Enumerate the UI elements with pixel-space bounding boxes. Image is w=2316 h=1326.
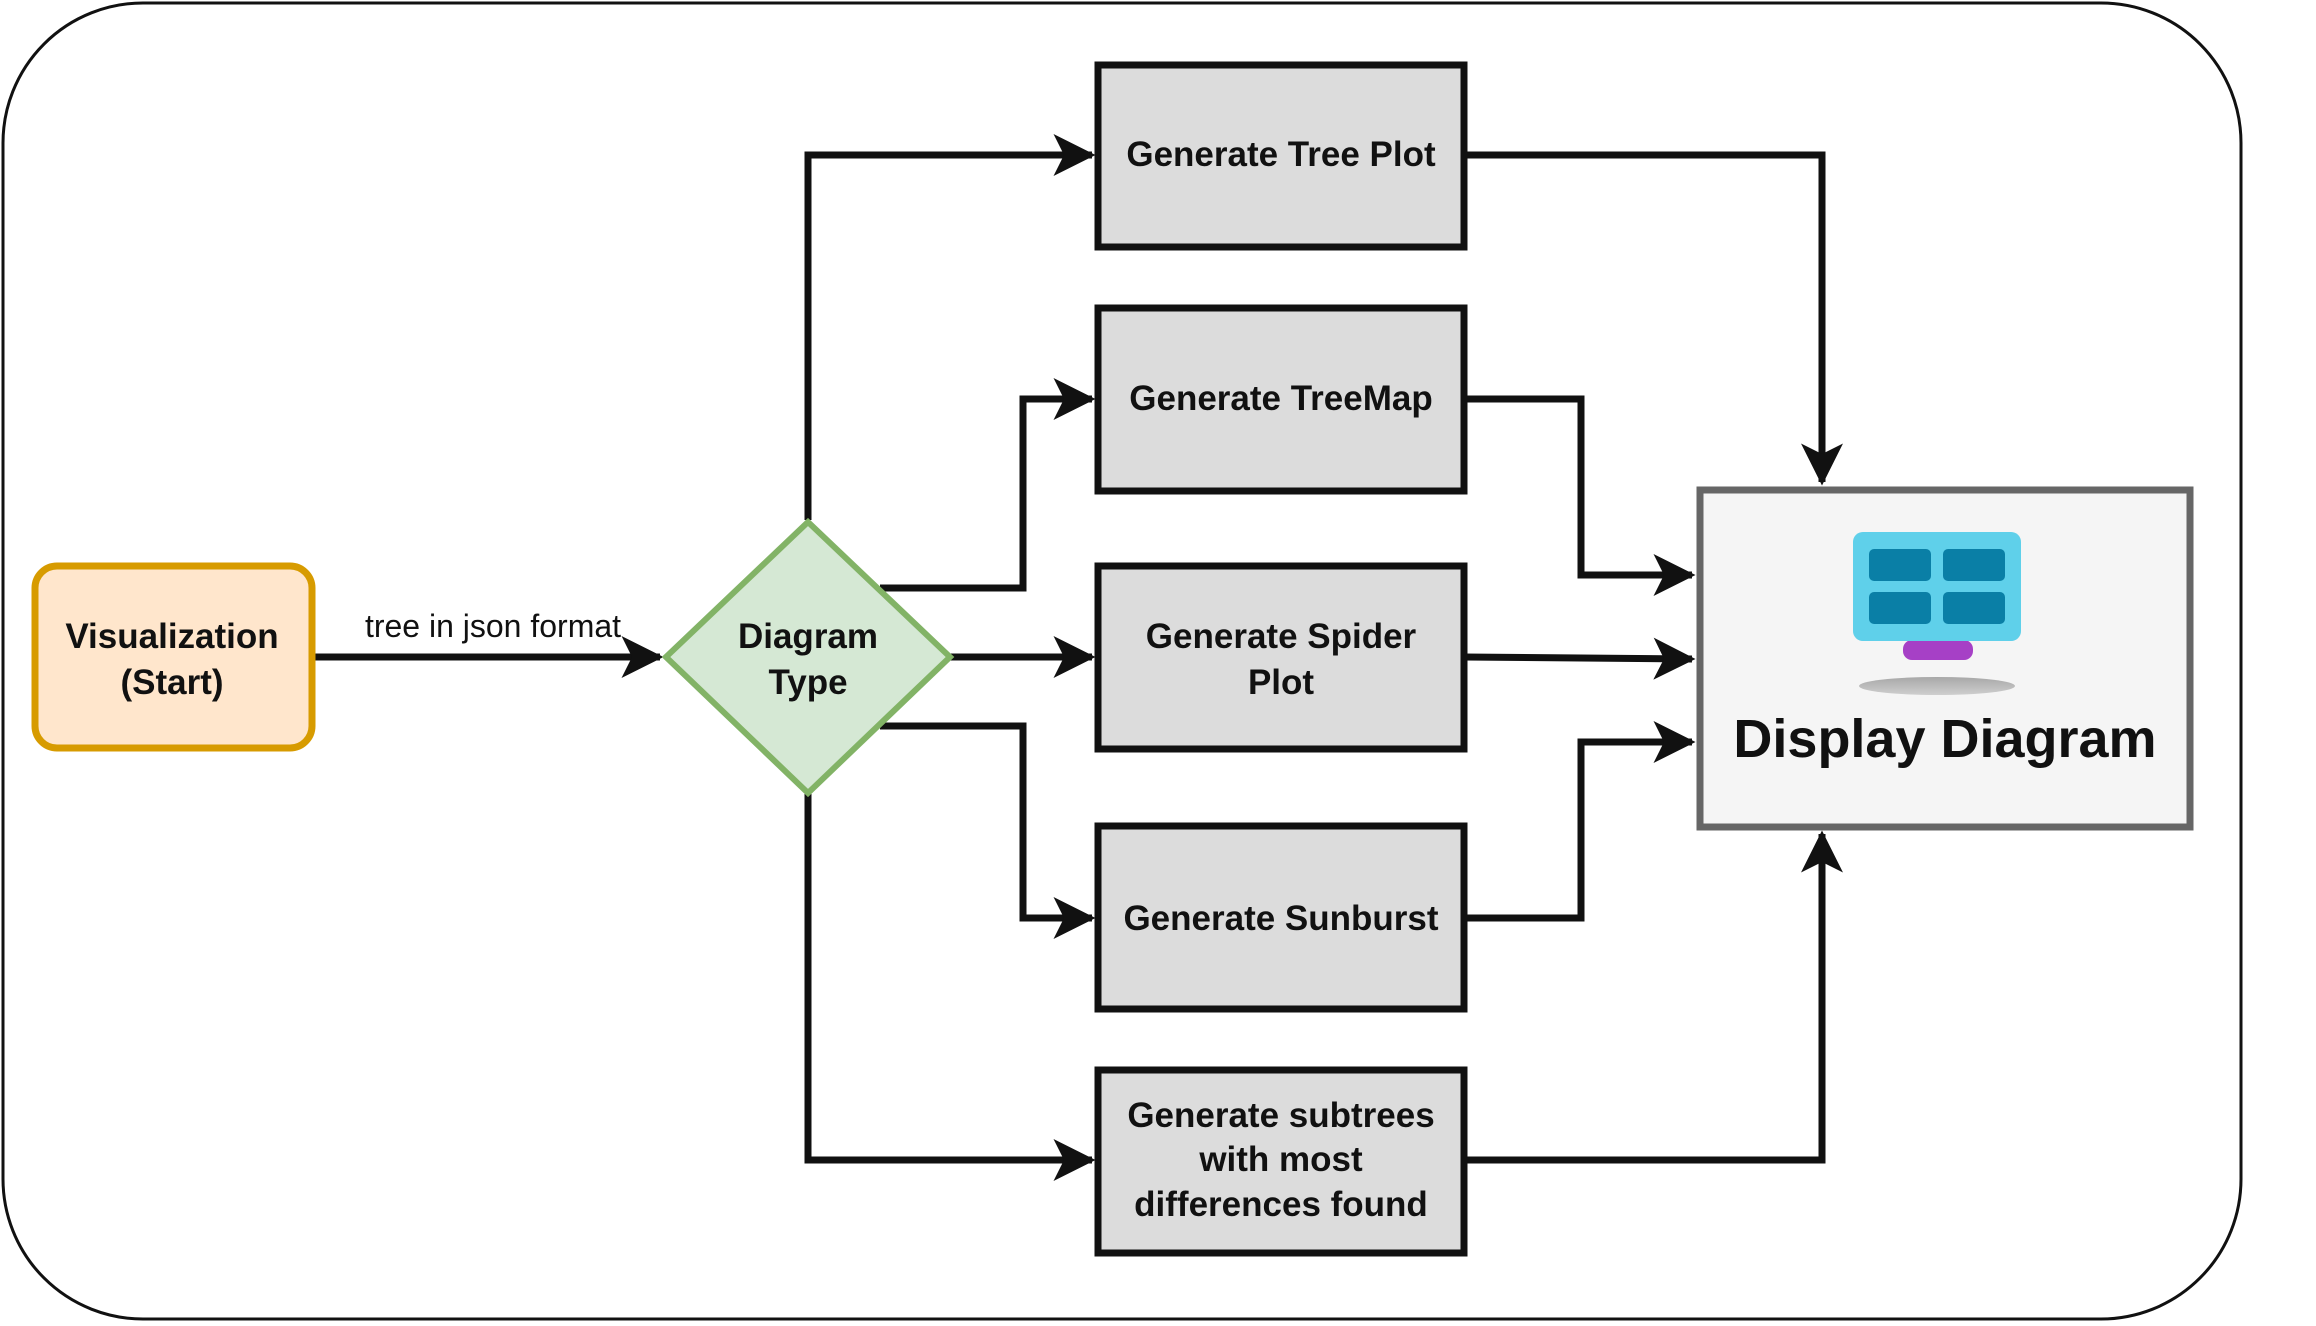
edge-tree-plot-to-display — [1464, 151, 1843, 486]
edge-sunburst-to-display — [1464, 721, 1696, 922]
process-node-subtrees-shape — [1094, 1066, 1468, 1257]
edge-spider-plot-to-display — [1463, 637, 1696, 680]
decision-node[interactable]: Diagram Type — [661, 517, 955, 798]
edge-label-tree-in-json-format: tree in json format — [365, 608, 621, 644]
process-node-treemap[interactable]: Generate TreeMap — [1094, 304, 1468, 495]
edge-decision-to-tree-plot — [804, 134, 1096, 520]
edge-treemap-to-display — [1464, 395, 1696, 596]
display-node-label: Display Diagram — [1733, 709, 2156, 769]
process-node-tree-plot-label: Generate Tree Plot — [1126, 135, 1436, 174]
process-node-treemap-label: Generate TreeMap — [1129, 379, 1432, 418]
start-node-shape — [31, 562, 316, 752]
process-node-tree-plot-shape — [1094, 61, 1468, 251]
start-node-label-line2: (Start) — [120, 663, 223, 702]
edge-decision-to-subtrees — [804, 794, 1096, 1181]
display-node[interactable]: Display Diagram — [1696, 486, 2194, 831]
edge-decision-to-sunburst — [880, 722, 1096, 939]
process-node-spider-plot-shape — [1094, 562, 1468, 753]
decision-node-label-line2: Type — [768, 663, 847, 702]
process-node-sunburst-shape — [1094, 822, 1468, 1013]
process-node-spider-plot-label-line2: Plot — [1248, 663, 1314, 702]
process-node-tree-plot[interactable]: Generate Tree Plot — [1094, 61, 1468, 251]
process-node-sunburst-label: Generate Sunburst — [1123, 899, 1438, 938]
start-node-label-line1: Visualization — [65, 617, 278, 656]
process-node-treemap-shape — [1094, 304, 1468, 495]
process-node-spider-plot[interactable]: Generate Spider Plot — [1094, 562, 1468, 753]
edges — [312, 134, 1843, 1181]
process-node-subtrees-label-line2: with most — [1198, 1140, 1363, 1179]
process-node-spider-plot-label-line1: Generate Spider — [1146, 617, 1417, 656]
start-node[interactable]: Visualization (Start) — [31, 562, 316, 752]
process-node-subtrees-label-line3: differences found — [1134, 1185, 1428, 1224]
decision-node-shape — [661, 517, 955, 798]
decision-node-label-line1: Diagram — [738, 617, 878, 656]
monitor-icon — [1853, 532, 2021, 695]
process-node-subtrees-label-line1: Generate subtrees — [1127, 1096, 1434, 1135]
edge-subtrees-to-display — [1464, 830, 1843, 1164]
process-node-sunburst[interactable]: Generate Sunburst — [1094, 822, 1468, 1013]
edge-decision-to-treemap — [880, 378, 1096, 592]
process-node-subtrees[interactable]: Generate subtrees with most differences … — [1094, 1066, 1468, 1257]
